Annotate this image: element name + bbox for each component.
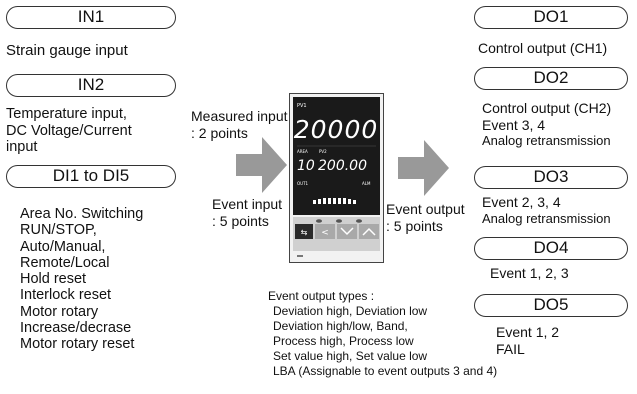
measured-input-line: : 2 points [191, 124, 248, 141]
event-output-label: Event output : 5 points [386, 201, 465, 234]
di-label: DI1 to DI5 [6, 165, 176, 188]
event-output-types: Event output types : Deviation high, Dev… [268, 289, 497, 379]
do2-label-text: DO2 [533, 68, 569, 87]
device-display [293, 97, 380, 215]
measured-input-label: Measured input : 2 points [191, 108, 288, 141]
display-key [295, 224, 313, 239]
down-key-glyph [340, 227, 354, 236]
event-types-title: Event output types : [268, 289, 375, 303]
in2-desc-line: input [6, 139, 38, 155]
do2-description: Control output (CH2) Event 3, 4 Analog r… [482, 100, 611, 150]
do4-label: DO4 [474, 237, 628, 260]
output-arrow [398, 140, 449, 196]
event-input-line: Event input [212, 196, 283, 212]
di-desc-line: Interlock reset [20, 287, 112, 304]
down-key [337, 224, 357, 239]
do5-desc-line: Event 1, 2 [496, 324, 560, 340]
do5-label: DO5 [474, 294, 628, 317]
event-type-item: Deviation high/low, Band, [273, 319, 408, 333]
do2-desc-line: Analog retransmission [482, 133, 611, 148]
do4-desc-line: Event 1, 2, 3 [490, 265, 569, 281]
controller-device: PV1 20000 AREA PV2 10 200.00 OUT1 ALM ⇆ … [289, 93, 384, 263]
di-description: Area No. Switching RUN/STOP, Auto/Manual… [20, 206, 143, 353]
event-output-line: : 5 points [386, 217, 443, 234]
di-desc-line: Auto/Manual, [20, 238, 106, 255]
do1-label: DO1 [474, 6, 628, 29]
area-number: 10 [297, 158, 315, 174]
do4-label-text: DO4 [533, 238, 569, 257]
do5-desc-line: FAIL [496, 340, 525, 357]
in2-desc-line: Temperature input, [6, 106, 127, 122]
in1-label-text: IN1 [77, 7, 105, 26]
measured-input-line: Measured input [191, 108, 288, 124]
pv1-label: PV1 [297, 103, 307, 109]
di-desc-line: Increase/decrase [20, 320, 132, 337]
event-output-line: Event output [386, 201, 465, 217]
do2-desc-line: Event 3, 4 [482, 116, 546, 133]
device-logo-mark [297, 255, 303, 257]
event-type-item: LBA (Assignable to event outputs 3 and 4… [273, 364, 498, 378]
event-input-label: Event input : 5 points [212, 196, 282, 229]
in2-description: Temperature input, DC Voltage/Current in… [6, 106, 132, 156]
key-indicator [336, 219, 342, 223]
do3-desc-line: Analog retransmission [482, 210, 611, 226]
in1-description: Strain gauge input [6, 42, 128, 59]
do5-description: Event 1, 2 FAIL [496, 324, 559, 357]
sv-value: 200.00 [318, 158, 367, 174]
up-key-glyph [362, 227, 376, 236]
display-key-glyph: ⇆ [301, 228, 308, 237]
input-arrow-shape [236, 137, 287, 193]
event-type-item: Deviation high, Deviation low [273, 304, 428, 318]
di-desc-line: RUN/STOP, [20, 222, 97, 239]
do1-label-text: DO1 [533, 7, 569, 26]
out1-label: OUT1 [297, 181, 309, 186]
pv-value: 20000 [294, 115, 379, 144]
in2-label-text: IN2 [77, 75, 105, 94]
do1-description: Control output (CH1) [478, 40, 607, 57]
do2-label: DO2 [474, 67, 628, 90]
event-input-line: : 5 points [212, 212, 269, 229]
key-indicator [356, 219, 362, 223]
alm-label: ALM [362, 181, 371, 186]
shift-key [315, 224, 335, 239]
event-type-item: Set value high, Set value low [273, 349, 428, 363]
di-desc-line: Motor rotary reset [20, 336, 135, 353]
di-label-text: DI1 to DI5 [52, 166, 130, 185]
in2-desc-line: DC Voltage/Current [6, 122, 132, 139]
in1-label: IN1 [6, 6, 176, 29]
do3-description: Event 2, 3, 4 Analog retransmission [482, 194, 611, 227]
up-key [359, 224, 379, 239]
area-label: AREA [297, 149, 308, 154]
keypad-buttons: ⇆ < [295, 219, 379, 239]
do3-desc-line: Event 2, 3, 4 [482, 194, 561, 210]
di-desc-line: Hold reset [20, 271, 87, 288]
event-type-item: Process high, Process low [273, 334, 414, 348]
in2-label: IN2 [6, 74, 176, 97]
do5-label-text: DO5 [533, 295, 569, 314]
pv2-label: PV2 [319, 149, 327, 154]
di-desc-line: Remote/Local [20, 254, 110, 271]
di-desc-line: Area No. Switching [20, 206, 144, 222]
output-bargraph [313, 198, 356, 204]
do4-description: Event 1, 2, 3 [490, 265, 569, 282]
input-arrow [236, 137, 287, 193]
do2-desc-line: Control output (CH2) [482, 100, 612, 116]
output-arrow-shape [398, 140, 449, 196]
key-indicator [316, 219, 322, 223]
di-desc-line: Motor rotary [20, 303, 99, 320]
do1-desc-line: Control output (CH1) [478, 40, 608, 56]
do3-label-text: DO3 [533, 167, 569, 186]
shift-key-glyph: < [321, 228, 329, 238]
do3-label: DO3 [474, 166, 628, 189]
